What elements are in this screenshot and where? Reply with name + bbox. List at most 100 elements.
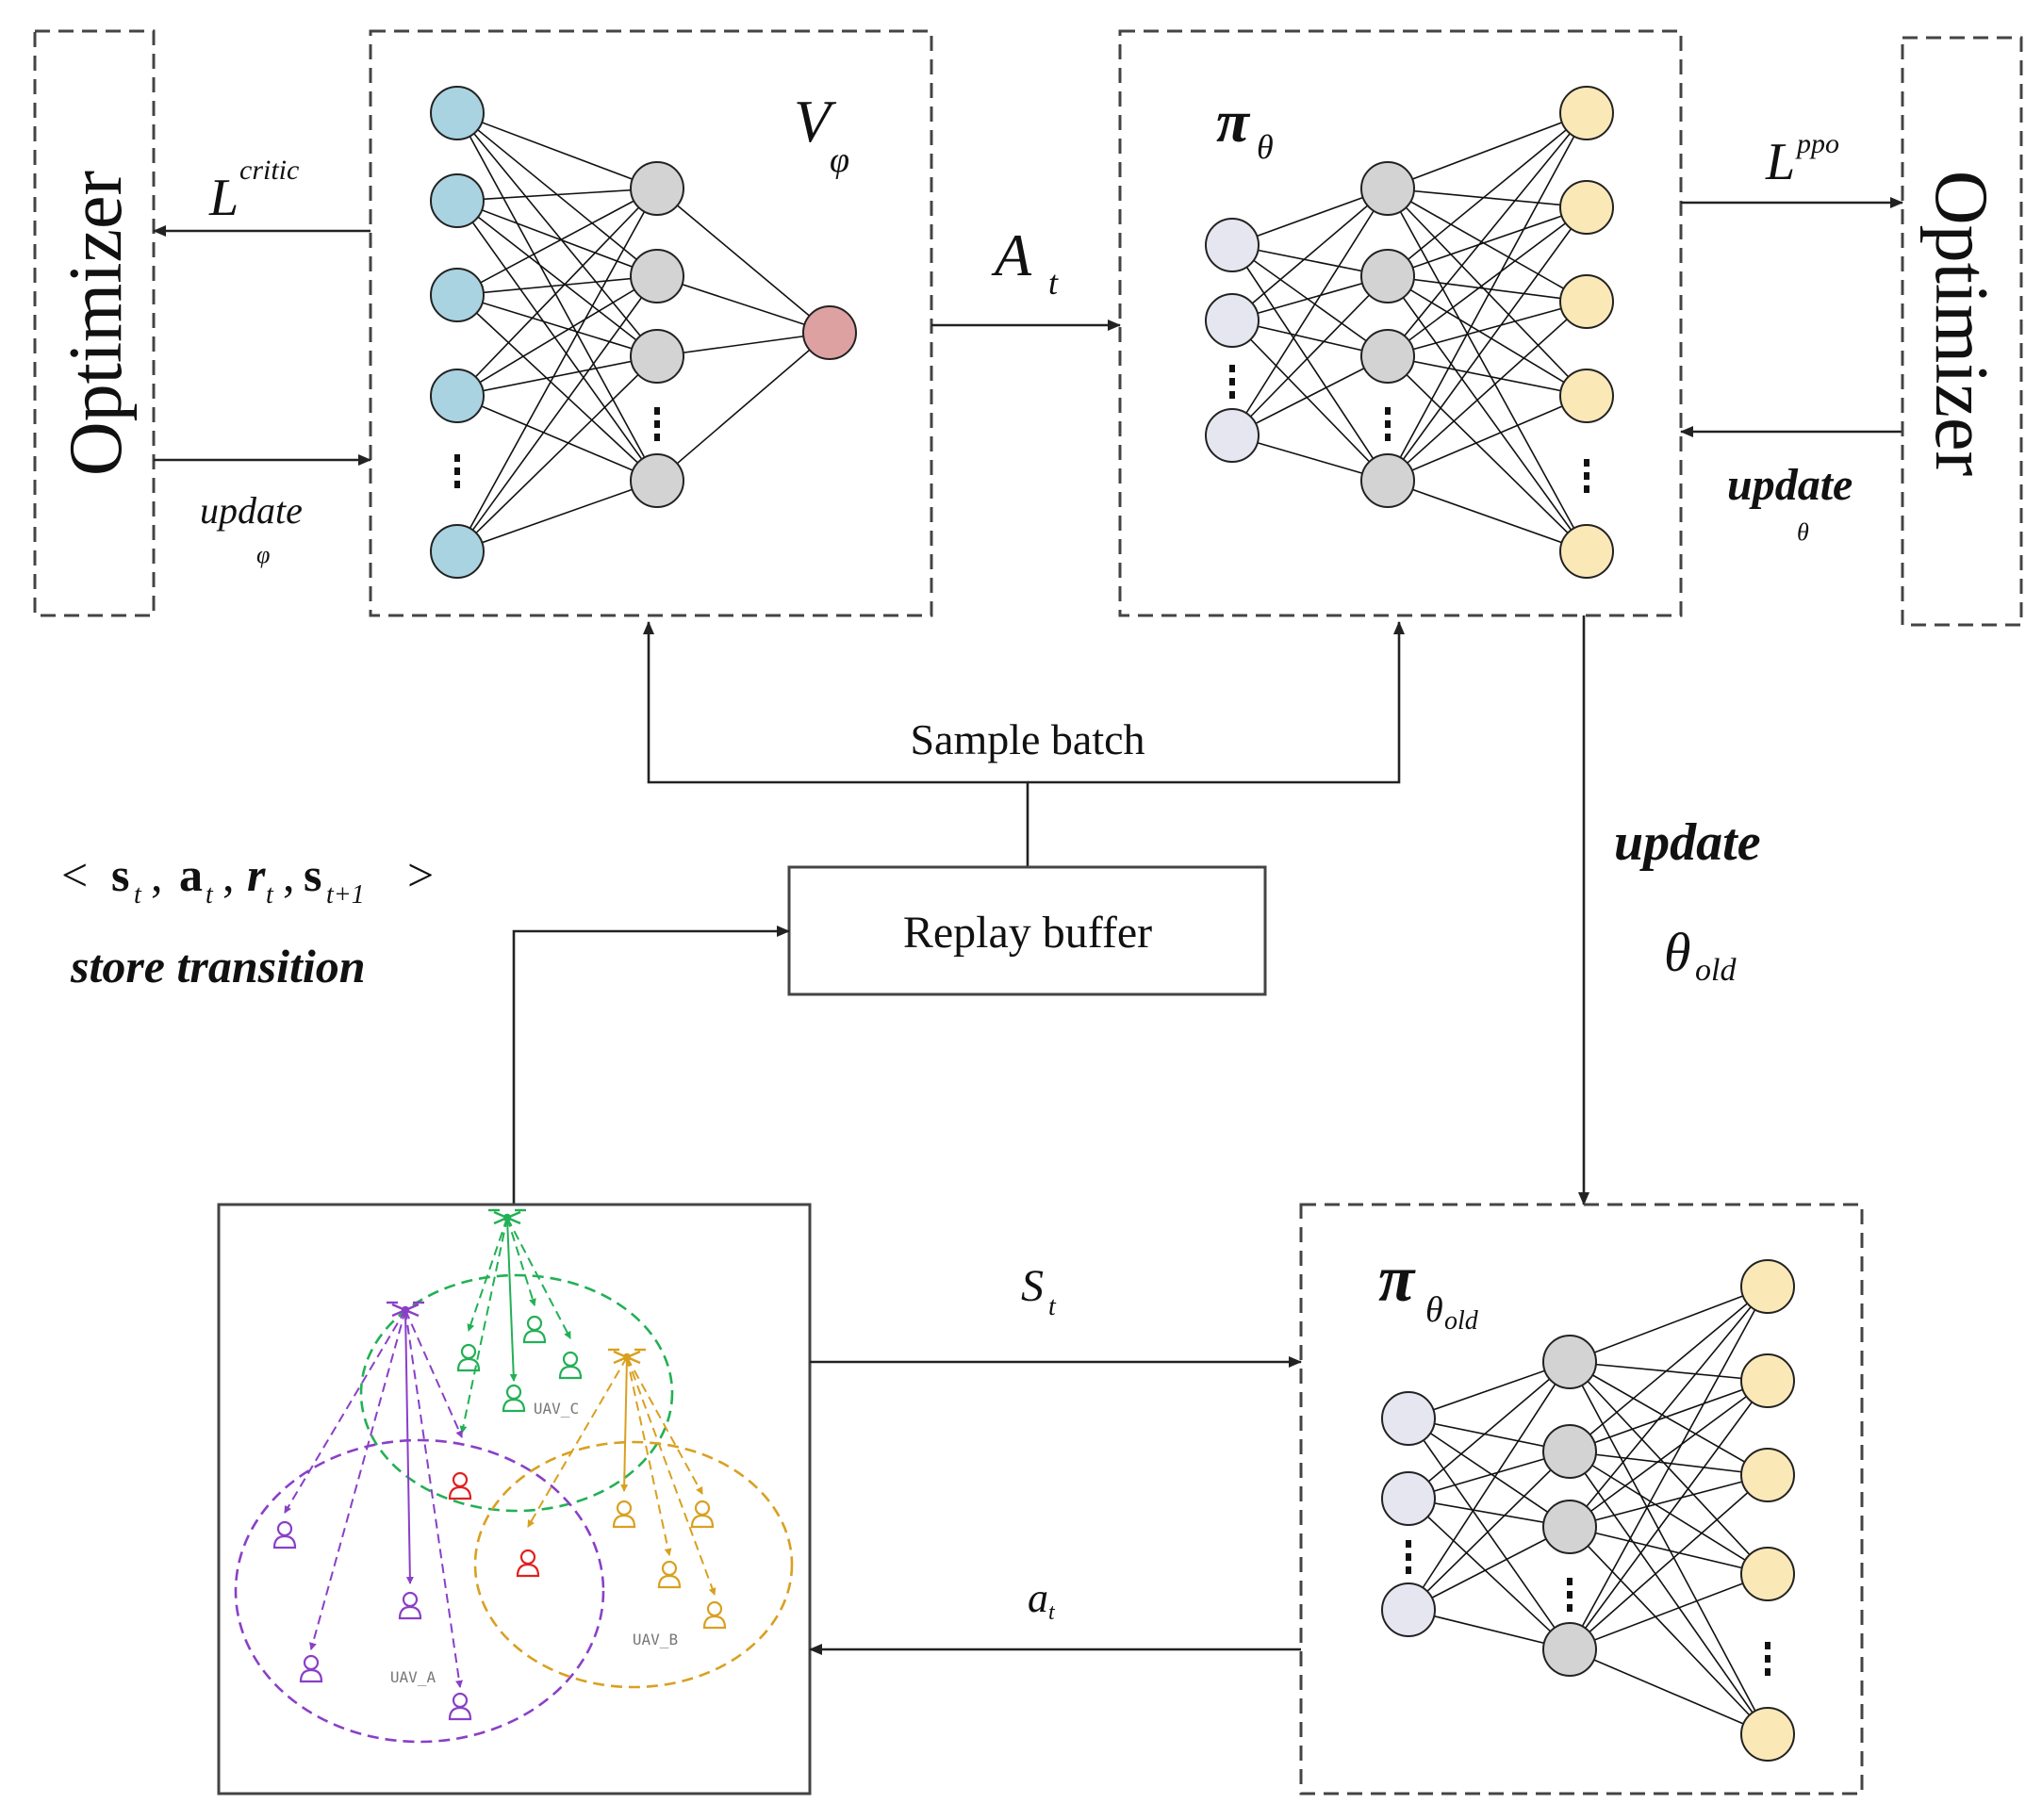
state-label: S [1021,1261,1044,1311]
shared-user [448,1471,472,1500]
uav-a-drone [387,1301,424,1318]
critic-hidden-ellipsis [654,407,660,441]
network-edges [456,112,831,552]
old-actor-output-node [1740,1707,1795,1762]
actor-symbol: π [1216,88,1251,155]
transition-s2-sub: t+1 [326,880,365,910]
uav-b-user [612,1500,636,1529]
old-actor-output-node [1740,1353,1795,1408]
actor-output-node [1559,180,1614,235]
actor-input-node [1205,218,1260,272]
optimizer-right-label: Optimizer [1919,171,2002,476]
actor-hidden-node [1360,453,1415,508]
update-old-theta-sub: old [1695,953,1737,988]
sample-batch-connector [643,621,1405,867]
old-actor-hidden-node [1542,1424,1597,1479]
optimizer-left-box: Optimizer [33,29,156,617]
old-actor-subsub: old [1444,1306,1479,1336]
coverage-b [473,1440,794,1689]
transition-s2: s [304,848,321,901]
sample-batch-label: Sample batch [910,715,1145,763]
uav-c-drone [488,1208,526,1225]
uav-a-user [398,1591,422,1620]
old-actor-hidden-ellipsis [1567,1578,1573,1612]
actor-network [1205,86,1614,579]
critic-input-node [430,524,485,579]
shared-user [516,1549,540,1578]
actor-output-node [1559,369,1614,423]
svg-text:,: , [222,848,235,901]
transition-a-sub: t [206,880,214,910]
actor-hidden-node [1360,329,1415,384]
state-sub: t [1048,1292,1057,1321]
uav-label: UAV_C [534,1400,579,1418]
coverage-c [359,1273,674,1513]
critic-input-node [430,173,485,228]
old-actor-output-node [1740,1448,1795,1502]
update-old-label: update [1614,813,1761,872]
old-actor-input-node [1381,1471,1436,1526]
uav-c-user [502,1384,526,1413]
old-actor-output-node [1740,1547,1795,1601]
critic-network [430,86,857,579]
store-transition-label: store transition [70,940,366,992]
old-actor-input-node [1381,1582,1436,1637]
advantage-label: A [991,221,1032,288]
transition-close: > [407,848,434,901]
optimizer-right-box: Optimizer [1901,36,2023,627]
old-actor-network-box: π θ old [1299,1203,1864,1795]
update-old-theta: θ [1664,922,1691,983]
actor-output-node [1559,86,1614,140]
uav-a-user [272,1520,297,1549]
critic-hidden-node [630,249,684,303]
critic-update-sub: φ [256,541,270,568]
store-arrow [512,926,790,1205]
actor-subscript: θ [1257,128,1274,166]
critic-update-label: update [200,489,303,532]
old-actor-output-ellipsis [1765,1642,1770,1676]
transition-r: r [247,848,266,901]
critic-loss-label: L [208,169,239,227]
old-actor-subscript: θ [1425,1290,1443,1330]
uav-c-user [522,1315,547,1344]
transition-s: s [111,848,129,901]
actor-update-label: update [1727,460,1853,510]
actor-output-ellipsis [1584,459,1589,493]
transition-r-sub: t [266,880,274,910]
critic-input-node [430,86,485,140]
actor-hidden-ellipsis [1385,407,1391,441]
actor-output-node [1559,524,1614,579]
uav-c-user [558,1351,583,1380]
actor-input-node [1205,408,1260,463]
uav-b-user [702,1600,727,1630]
actor-loss-label: L [1765,133,1795,191]
actor-update-sub: θ [1797,518,1809,546]
critic-input-node [430,369,485,423]
critic-hidden-node [630,453,684,508]
old-actor-network [1381,1259,1795,1762]
replay-buffer-label: Replay buffer [903,908,1152,958]
actor-network-box: π θ [1118,29,1683,617]
replay-buffer-box: Replay buffer [787,865,1267,996]
uav-a-user [299,1654,323,1683]
actor-hidden-node [1360,249,1415,303]
coverage-a [234,1438,605,1744]
old-actor-symbol: π [1378,1243,1416,1316]
transition-a: a [179,848,203,901]
actor-loss-sup: ppo [1795,128,1839,159]
uav-a-user [448,1692,472,1721]
critic-hidden-node [630,329,684,384]
optimizer-left-label: Optimizer [55,171,138,476]
critic-output-node [802,305,857,360]
old-actor-input-node [1381,1391,1436,1446]
uav-label: UAV_B [633,1631,678,1648]
old-actor-output-node [1740,1259,1795,1314]
action-sub: t [1048,1600,1056,1625]
transition-tuple: < s t , a t , r t , s t+1 > [61,848,434,910]
network-edges [1408,1286,1769,1735]
critic-subscript: φ [830,140,849,180]
old-actor-hidden-node [1542,1622,1597,1677]
critic-network-box: V φ [369,29,933,617]
